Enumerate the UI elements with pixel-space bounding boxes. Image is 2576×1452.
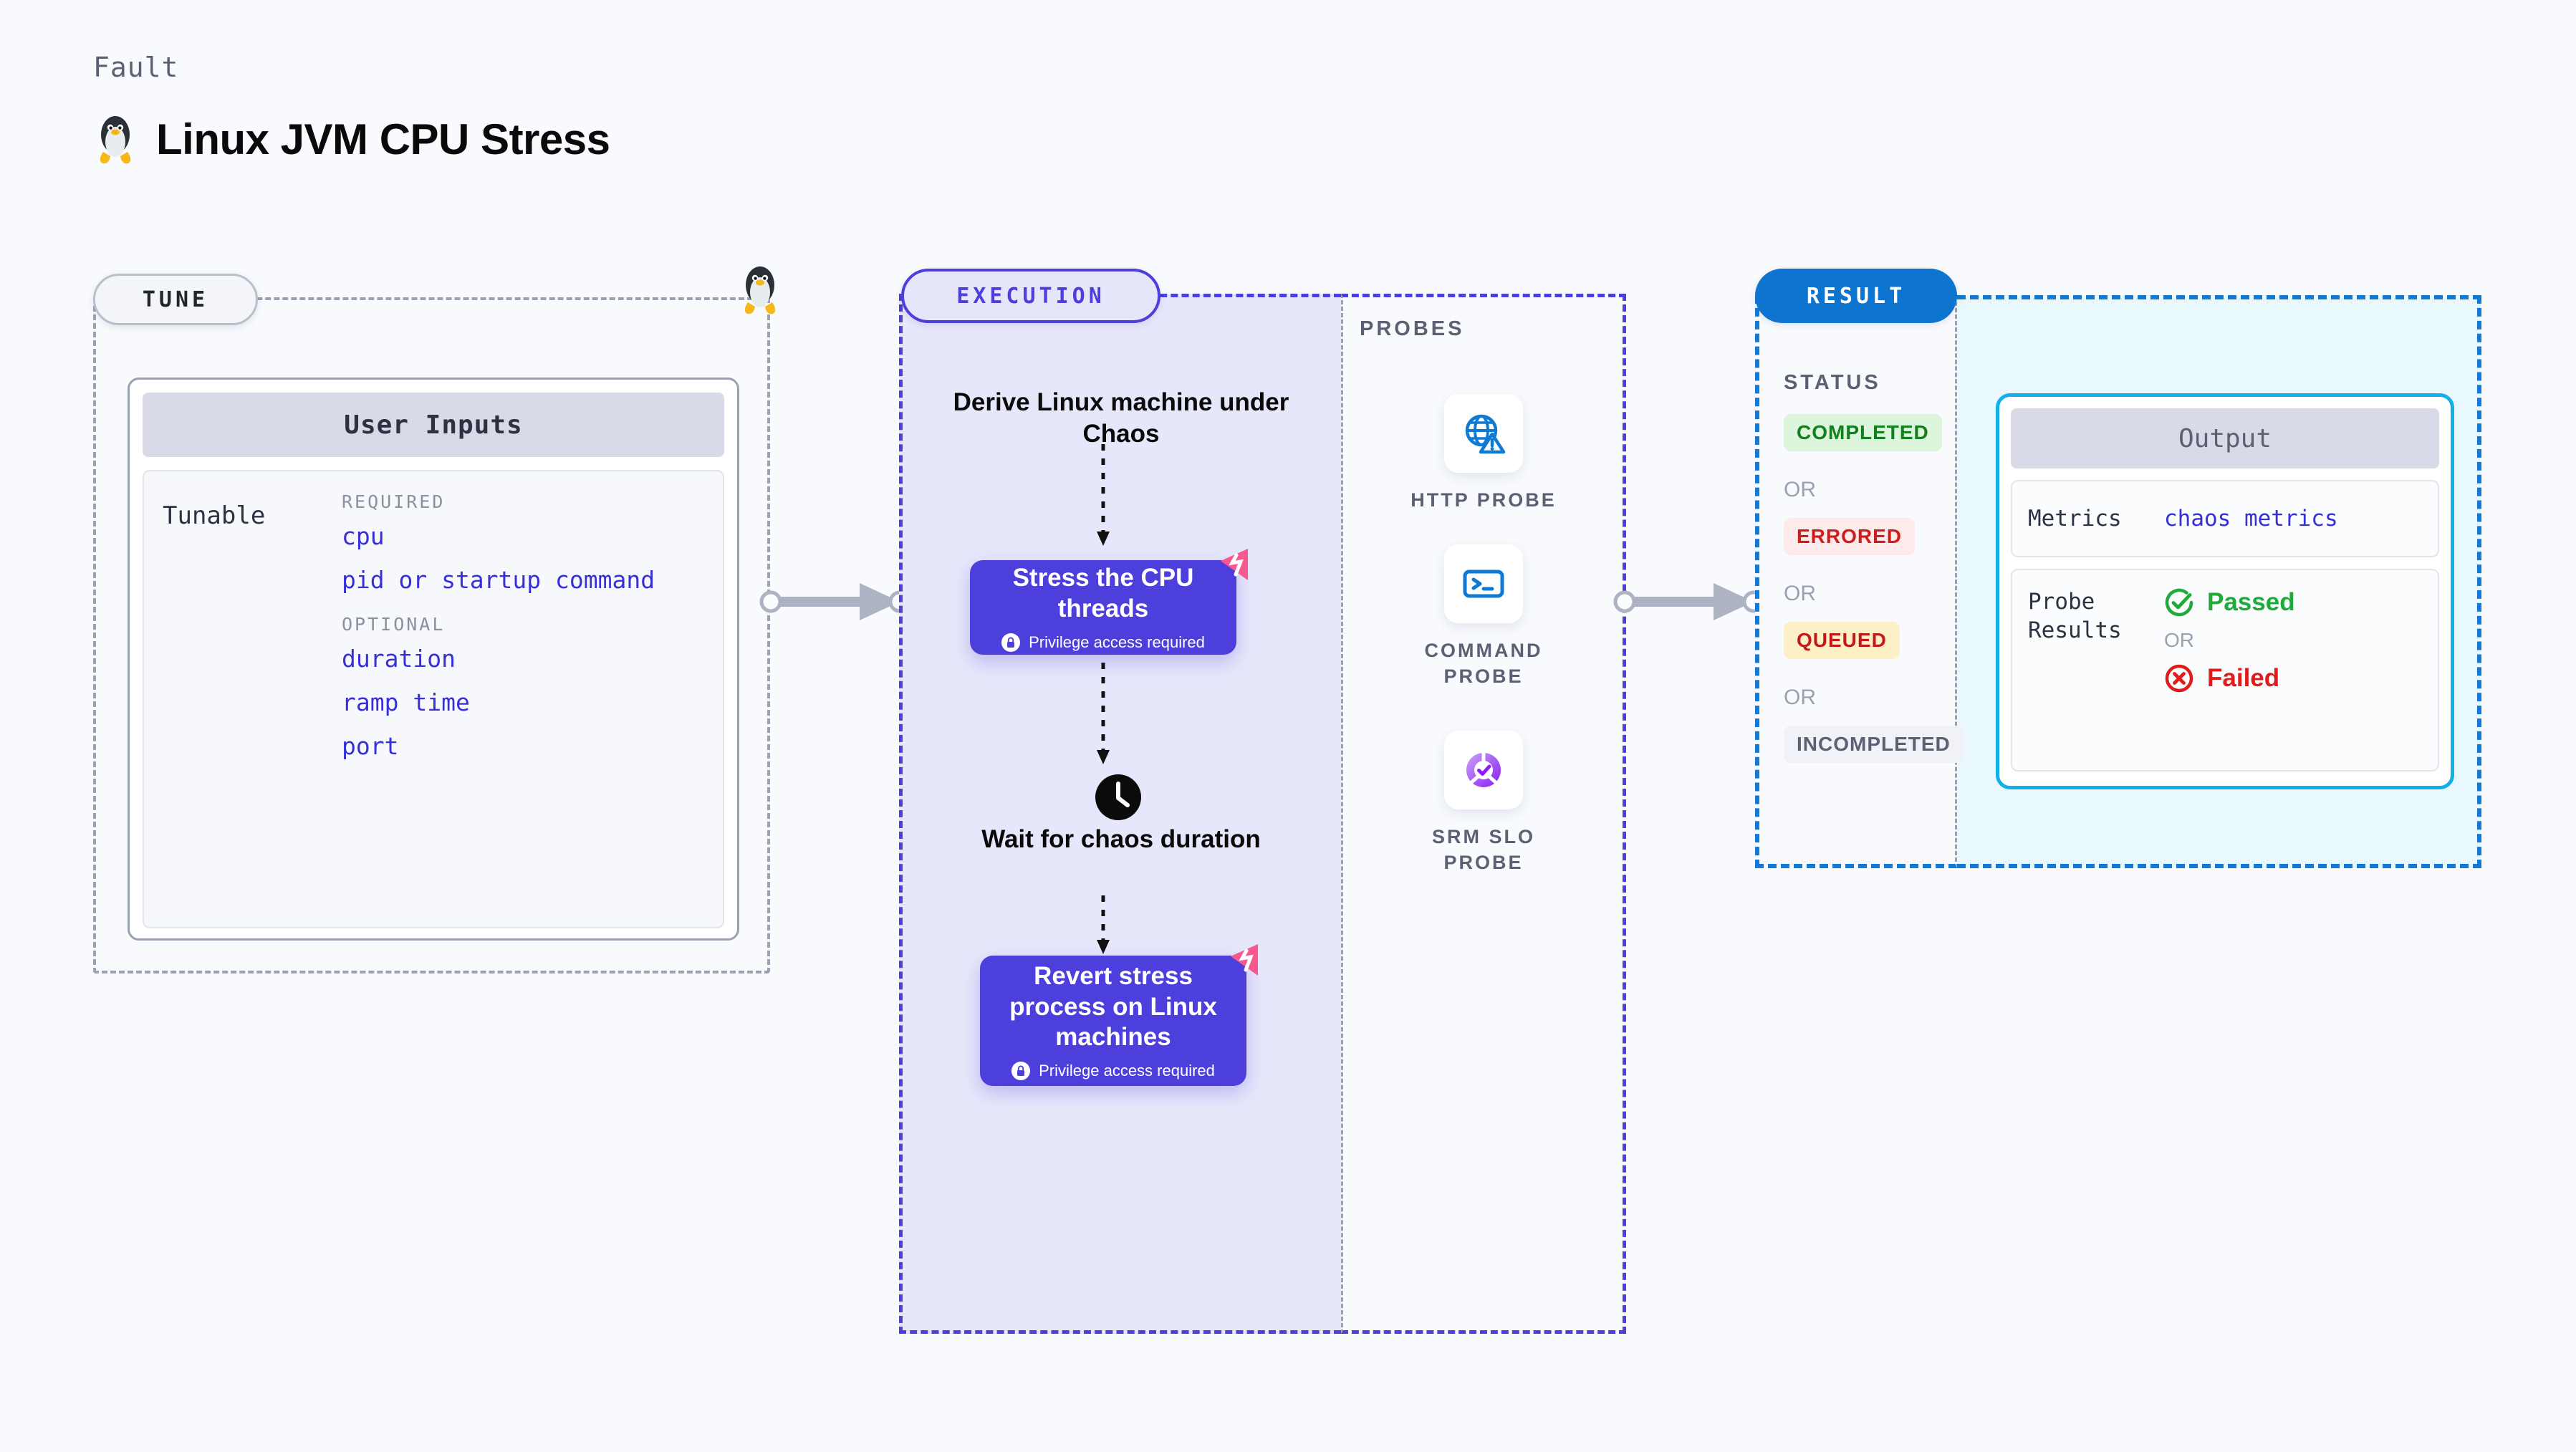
probe-command-label: COMMAND PROBE: [1424, 640, 1543, 688]
probe-http-label: HTTP PROBE: [1410, 489, 1557, 511]
page-title: Linux JVM CPU Stress: [156, 115, 610, 163]
probe-results-values: Passed OR Failed: [2164, 587, 2295, 753]
chaos-badge-icon: [1221, 549, 1248, 580]
page-title-row: Linux JVM CPU Stress: [93, 113, 610, 165]
status-badge-completed: COMPLETED: [1784, 414, 1942, 451]
execution-step-stress-cpu[interactable]: Stress the CPU threads Privilege access …: [970, 560, 1236, 655]
linux-penguin-icon: [744, 266, 776, 314]
flow-arrow-2: [1097, 663, 1110, 764]
globe-warning-icon: [1465, 414, 1506, 454]
output-card: Output Metrics chaos metrics Probe Resul…: [1996, 393, 2454, 789]
passed-label: Passed: [2207, 588, 2295, 616]
optional-label: OPTIONAL: [342, 614, 446, 635]
probe-command-tile: [1444, 544, 1523, 623]
execution-step-derive: Derive Linux machine under Chaos: [953, 388, 1289, 448]
output-probe-results-row: Probe Results Passed OR Failed: [2011, 569, 2439, 771]
metrics-key: Metrics: [2028, 505, 2122, 532]
revert-card-privilege: Privilege access required: [1011, 1062, 1215, 1081]
status-badge-queued: QUEUED: [1784, 622, 1900, 659]
param-port[interactable]: port: [342, 732, 399, 760]
probe-result-or: OR: [2164, 629, 2194, 651]
revert-privilege-text: Privilege access required: [1039, 1062, 1215, 1080]
output-title: Output: [2011, 408, 2439, 468]
connector-tune-to-execution: [759, 583, 911, 620]
chaos-badge-icon: [1231, 944, 1258, 976]
probe-result-failed: Failed: [2164, 663, 2295, 693]
param-pid-or-startup-command[interactable]: pid or startup command: [342, 566, 655, 594]
fault-kicker: Fault: [93, 52, 179, 83]
param-cpu[interactable]: cpu: [342, 522, 385, 550]
execution-step-wait: Wait for chaos duration: [981, 825, 1261, 853]
terminal-icon: [1463, 569, 1504, 598]
execution-step-revert[interactable]: Revert stress process on Linux machines …: [980, 956, 1246, 1086]
status-or-3: OR: [1784, 686, 1816, 709]
probe-command[interactable]: COMMAND PROBE: [1398, 544, 1570, 690]
linux-penguin-icon: [100, 116, 131, 164]
flow-arrow-1: [1097, 444, 1110, 546]
probe-http[interactable]: HTTP PROBE: [1398, 394, 1570, 513]
user-inputs-card: User Inputs Tunable REQUIRED cpu pid or …: [128, 378, 739, 941]
tunable-params: REQUIRED cpu pid or startup command OPTI…: [342, 491, 704, 907]
probe-http-tile: [1444, 394, 1523, 473]
param-ramp-time[interactable]: ramp time: [342, 688, 470, 716]
x-circle-icon: [2165, 664, 2193, 693]
probe-srm-slo-tile: [1444, 731, 1523, 809]
tunable-row: Tunable REQUIRED cpu pid or startup comm…: [143, 470, 724, 928]
stress-privilege-text: Privilege access required: [1029, 633, 1205, 651]
probe-srm-slo[interactable]: SRM SLO PROBE: [1398, 731, 1570, 876]
probe-result-passed: Passed: [2164, 587, 2295, 617]
tune-section: [93, 297, 770, 973]
status-or-1: OR: [1784, 478, 1816, 501]
result-badge[interactable]: RESULT: [1755, 269, 1957, 323]
status-or-2: OR: [1784, 582, 1816, 605]
stress-card-privilege: Privilege access required: [1001, 633, 1205, 652]
output-metrics-row: Metrics chaos metrics: [2011, 480, 2439, 557]
probes-caption: PROBES: [1360, 317, 1465, 340]
required-label: REQUIRED: [342, 491, 446, 512]
status-badge-errored: ERRORED: [1784, 518, 1916, 555]
tunable-label: Tunable: [163, 501, 266, 530]
slo-check-icon: [1466, 751, 1501, 787]
failed-label: Failed: [2207, 664, 2280, 692]
tune-badge[interactable]: TUNE: [93, 274, 258, 325]
result-status-section: [1755, 295, 1957, 868]
revert-card-title: Revert stress process on Linux machines: [1009, 961, 1217, 1052]
check-circle-icon: [2165, 588, 2193, 617]
lock-icon: [1001, 633, 1021, 652]
user-inputs-title: User Inputs: [143, 393, 724, 457]
status-badge-incompleted: INCOMPLETED: [1784, 726, 1964, 763]
stress-card-title: Stress the CPU threads: [1012, 564, 1194, 622]
probe-results-key: Probe Results: [2028, 589, 2122, 644]
param-duration[interactable]: duration: [342, 645, 456, 673]
connector-probes-to-result: [1613, 583, 1765, 620]
lock-icon: [1011, 1062, 1031, 1081]
clock-icon: [1095, 774, 1141, 820]
probe-srm-slo-label: SRM SLO PROBE: [1431, 826, 1535, 874]
flow-arrow-3: [1097, 895, 1110, 954]
execution-badge[interactable]: EXECUTION: [901, 269, 1160, 323]
metrics-value[interactable]: chaos metrics: [2164, 506, 2338, 532]
status-caption: STATUS: [1784, 371, 1881, 394]
